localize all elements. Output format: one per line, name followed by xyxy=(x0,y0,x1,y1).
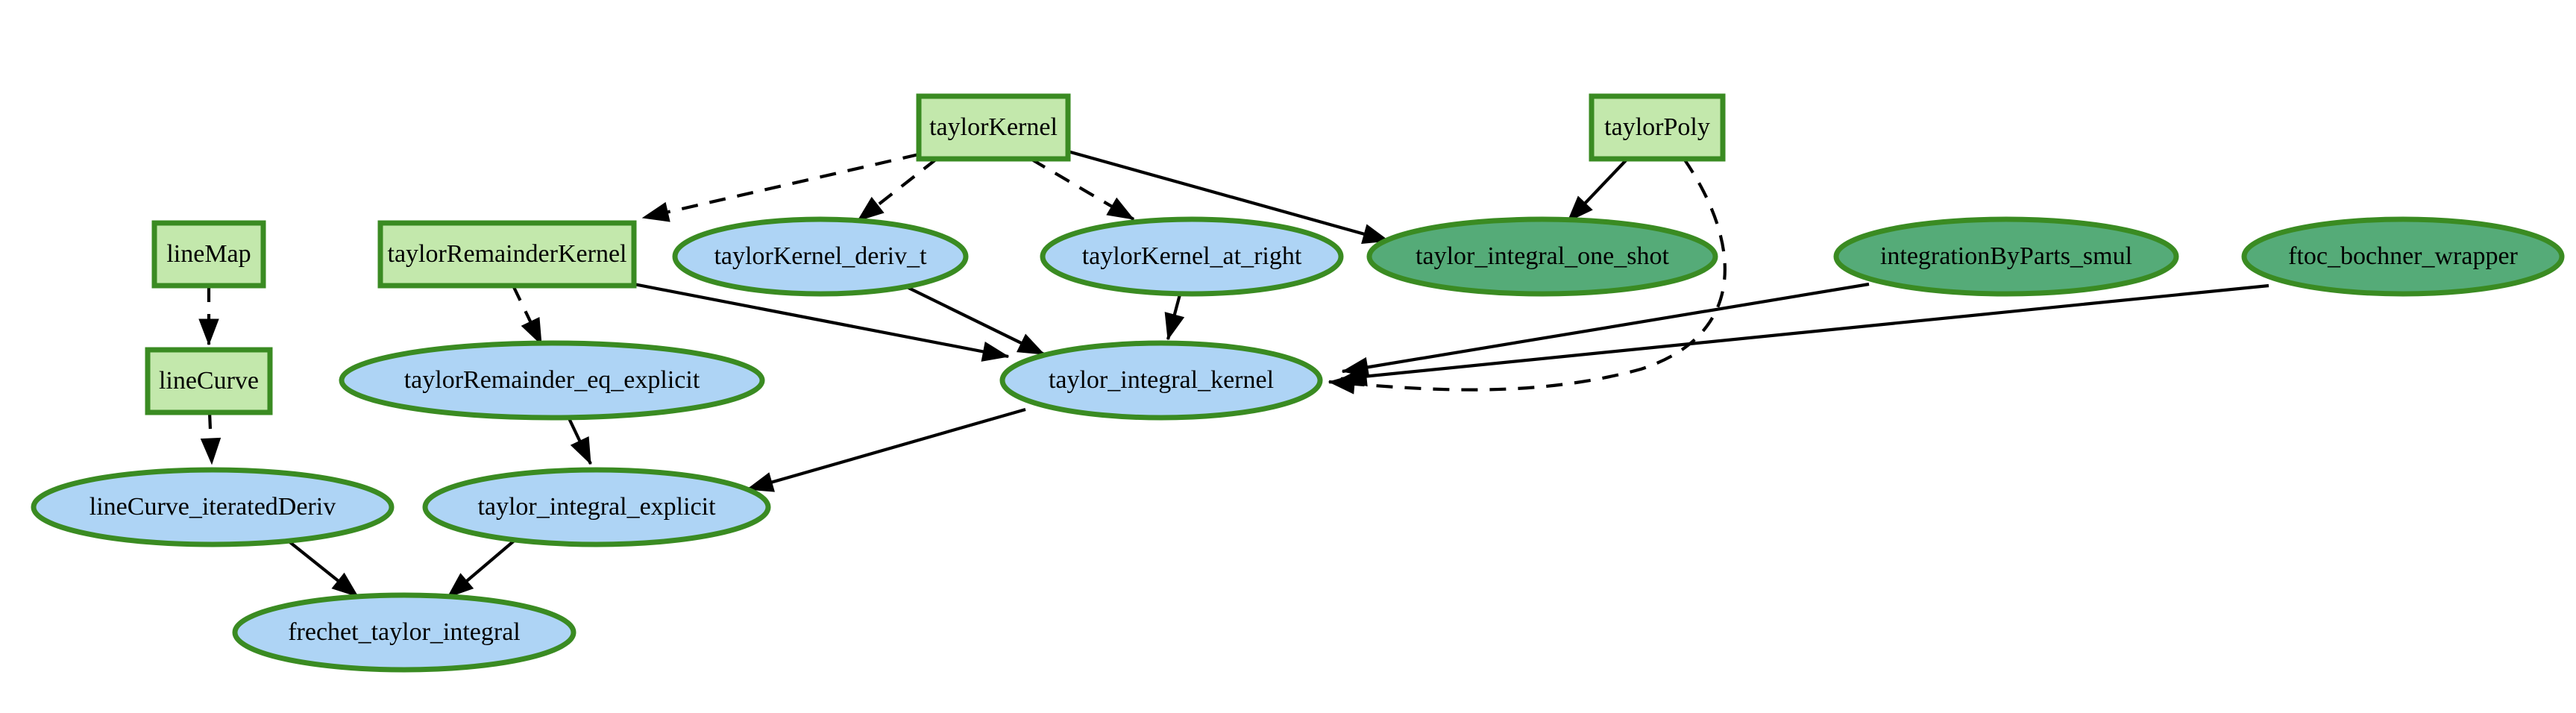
node-integrationByParts_smul[interactable]: integrationByParts_smul xyxy=(1833,216,2179,297)
edge-taylorKernel-to-taylor_integral_one_shot xyxy=(1067,149,1390,244)
node-taylorKernel_at_right[interactable]: taylorKernel_at_right xyxy=(1040,216,1344,297)
arrow-head-icon xyxy=(641,201,670,222)
edge-path xyxy=(1342,282,1870,374)
node-taylor_integral_one_shot[interactable]: taylor_integral_one_shot xyxy=(1366,216,1718,297)
edge-path xyxy=(747,407,1026,491)
node-ellipse-shape[interactable] xyxy=(232,592,577,673)
node-lineMap[interactable]: lineMap xyxy=(151,220,266,289)
node-box-shape[interactable] xyxy=(916,93,1071,162)
node-lineCurve[interactable]: lineCurve xyxy=(145,347,273,415)
arrow-head-icon xyxy=(1567,195,1593,223)
arrow-head-icon xyxy=(1016,333,1046,355)
node-ellipse-shape[interactable] xyxy=(31,467,395,547)
node-taylor_integral_kernel[interactable]: taylor_integral_kernel xyxy=(999,340,1323,421)
node-taylorRemainderKernel[interactable]: taylorRemainderKernel xyxy=(377,220,637,289)
edge-taylorPoly-to-taylor_integral_one_shot xyxy=(1566,157,1629,223)
edge-path xyxy=(642,152,920,220)
node-ellipse-shape[interactable] xyxy=(339,340,765,421)
edge-taylorKernel-to-taylorKernel_at_right xyxy=(1029,157,1135,221)
node-taylorPoly[interactable]: taylorPoly xyxy=(1589,93,1726,162)
edge-path xyxy=(512,285,543,345)
edge-path xyxy=(633,282,1009,359)
arrow-head-icon xyxy=(1339,365,1368,387)
edge-path xyxy=(1067,149,1389,243)
edge-taylorKernel-to-taylorKernel_deriv_t xyxy=(856,157,938,222)
node-ftoc_bochner_wrapper[interactable]: ftoc_bochner_wrapper xyxy=(2241,216,2565,297)
node-taylorKernel[interactable]: taylorKernel xyxy=(916,93,1071,162)
edge-taylorRemainderKernel-to-taylor_integral_kernel xyxy=(633,282,1010,362)
node-ellipse-shape[interactable] xyxy=(1366,216,1718,297)
node-box-shape[interactable] xyxy=(145,347,273,415)
edge-path xyxy=(1340,283,2269,381)
node-ellipse-shape[interactable] xyxy=(422,467,771,547)
node-ellipse-shape[interactable] xyxy=(1040,216,1344,297)
edge-lineCurve_iteratedDeriv-to-frechet_taylor_integral xyxy=(278,533,359,598)
edge-integrationByParts_smul-to-taylor_integral_kernel xyxy=(1341,282,1870,377)
edge-taylorKernel_at_right-to-taylor_integral_kernel xyxy=(1164,294,1185,341)
arrow-head-icon xyxy=(1361,224,1390,244)
edge-ftoc_bochner_wrapper-to-taylor_integral_kernel xyxy=(1339,283,2269,387)
edge-lineCurve-to-lineCurve_iteratedDeriv xyxy=(200,412,222,465)
arrow-head-icon xyxy=(1106,197,1135,220)
edge-taylorKernel-to-taylorRemainderKernel xyxy=(641,152,920,222)
node-taylorRemainder_eq_explicit[interactable]: taylorRemainder_eq_explicit xyxy=(339,340,765,421)
node-ellipse-shape[interactable] xyxy=(1833,216,2179,297)
node-ellipse-shape[interactable] xyxy=(672,216,969,297)
node-lineCurve_iteratedDeriv[interactable]: lineCurve_iteratedDeriv xyxy=(31,467,395,547)
node-taylor_integral_explicit[interactable]: taylor_integral_explicit xyxy=(422,467,771,547)
edge-taylorRemainderKernel-to-taylorRemainder_eq_explicit xyxy=(512,285,543,346)
arrow-head-icon xyxy=(331,572,359,597)
edge-path xyxy=(900,283,1045,356)
edge-path xyxy=(1328,157,1727,392)
node-box-shape[interactable] xyxy=(151,220,266,289)
edge-taylor_integral_kernel-to-taylor_integral_explicit xyxy=(746,407,1026,492)
edge-lineMap-to-lineCurve xyxy=(198,286,219,346)
node-ellipse-shape[interactable] xyxy=(999,340,1323,421)
node-box-shape[interactable] xyxy=(1589,93,1726,162)
arrow-head-icon xyxy=(981,341,1010,362)
node-layer: lineMap lineCurve taylorRemainderKernel tay… xyxy=(31,93,2565,673)
node-frechet_taylor_integral[interactable]: frechet_taylor_integral xyxy=(232,592,577,673)
edge-layer xyxy=(198,149,2269,599)
node-ellipse-shape[interactable] xyxy=(2241,216,2565,297)
arrow-head-icon xyxy=(856,196,885,222)
arrow-head-icon xyxy=(521,316,542,346)
arrow-head-icon xyxy=(1164,312,1185,341)
arrow-head-icon xyxy=(198,318,219,346)
arrow-head-icon xyxy=(746,472,775,492)
arrow-head-icon xyxy=(200,437,222,465)
node-box-shape[interactable] xyxy=(377,220,637,289)
arrow-head-icon xyxy=(570,436,591,465)
arrow-head-icon xyxy=(446,573,474,598)
edge-taylorKernel_deriv_t-to-taylor_integral_kernel xyxy=(900,283,1046,356)
edge-taylor_integral_explicit-to-frechet_taylor_integral xyxy=(446,533,524,599)
node-taylorKernel_deriv_t[interactable]: taylorKernel_deriv_t xyxy=(672,216,969,297)
edge-taylorRemainder_eq_explicit-to-taylor_integral_explicit xyxy=(567,416,592,465)
